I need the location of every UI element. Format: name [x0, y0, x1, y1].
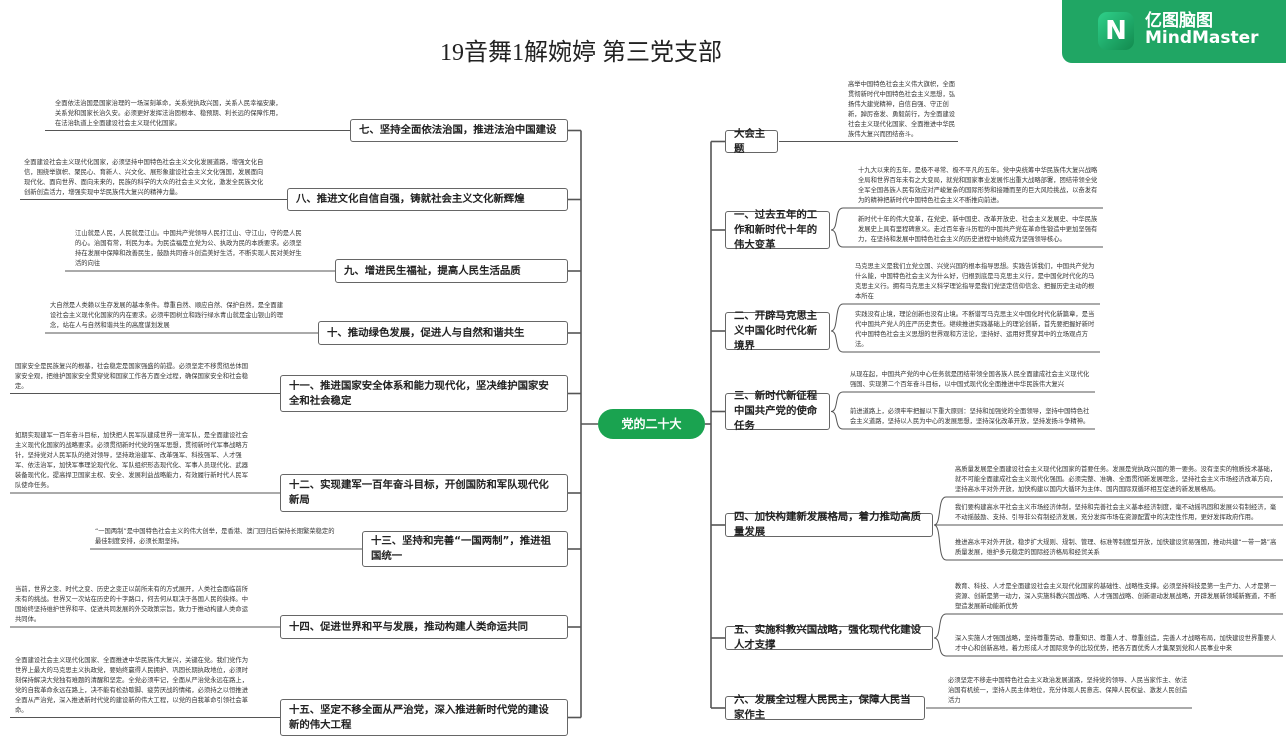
branch-note: 当前，世界之变、时代之变、历史之变正以前所未有的方式展开，人类社会面临前所未有的… [15, 586, 248, 623]
branch-note: 江山就是人民，人民就是江山。中国共产党领导人民打江山、守江山，守的是人民的心。治… [75, 230, 302, 267]
branch-topic[interactable]: 四、加快构建新发展格局，着力推动高质量发展 [725, 511, 933, 538]
branch-note: 全面建设社会主义现代化国家、全面推进中华民族伟大复兴，关键在党。我们党作为世界上… [15, 656, 248, 714]
branch-note: 必须坚定不移走中国特色社会主义政治发展道路，坚持党的领导、人民当家作主、依法治国… [948, 677, 1188, 704]
branch-note: 大自然是人类赖以生存发展的基本条件。尊重自然、顺应自然、保护自然，是全面建设社会… [50, 302, 283, 329]
branch-note: 我们要构建高水平社会主义市场经济体制，坚持和完善社会主义基本经济制度，毫不动摇巩… [955, 504, 1277, 521]
connector [933, 613, 1283, 639]
connector [830, 330, 1100, 353]
branch-topic[interactable]: 十三、坚持和完善“一国两制”，推进祖国统一 [362, 531, 568, 567]
branch-note: 推进高水平对外开放，稳步扩大规则、规制、管理、标准等制度型开放，加快建设贸易强国… [955, 539, 1277, 556]
connector [830, 303, 1100, 332]
branch-topic[interactable]: 十二、实现建军一百年奋斗目标，开创国防和军队现代化新局 [280, 474, 568, 512]
branch-topic[interactable]: 十五、坚定不移全面从严治党，深入推进新时代党的建设新的伟大工程 [280, 699, 568, 736]
mindmaster-logo-icon: N [1098, 12, 1134, 50]
branch-topic[interactable]: 八、推进文化自信自强，铸就社会主义文化新辉煌 [287, 188, 568, 211]
branch-note: 实践没有止境，理论创新也没有止境。不断谱写马克思主义中国化时代化新篇章，是当代中… [855, 311, 1095, 348]
branch-note: 十九大以来的五年，是极不寻常、极不平凡的五年。党中央统筹中华民族伟大复兴战略全局… [858, 167, 1098, 204]
branch-topic[interactable]: 六、发展全过程人民民主，保障人民当家作主 [725, 694, 925, 721]
branch-topic[interactable]: 五、实施科教兴国战略，强化现代化建设人才支撑 [725, 624, 933, 651]
branch-note: 全面依法治国是国家治理的一场深刻革命，关系党执政兴国，关系人民幸福安康，关系党和… [55, 99, 282, 127]
branch-topic[interactable]: 十四、促进世界和平与发展，推动构建人类命运共同 [280, 615, 568, 639]
branch-topic[interactable]: 十一、推进国家安全体系和能力现代化，坚决维护国家安全和社会稳定 [280, 375, 568, 412]
connector [830, 229, 1103, 248]
branch-note: 深入实施人才强国战略，坚持尊重劳动、尊重知识、尊重人才、尊重创造，完善人才战略布… [955, 635, 1277, 652]
branch-note: 前进道路上，必须牢牢把握以下重大原则：坚持和加强党的全面领导，坚持中国特色社会主… [850, 408, 1090, 425]
branch-topic[interactable]: 一、过去五年的工作和新时代十年的伟大变革 [725, 209, 830, 251]
connector [830, 411, 1095, 430]
branch-note: 教育、科技、人才是全面建设社会主义现代化国家的基础性、战略性支撑。必须坚持科技是… [955, 583, 1277, 610]
connector [933, 524, 1283, 561]
branch-note: 从现在起，中国共产党的中心任务就是团结带领全国各族人民全面建成社会主义现代化强国… [850, 371, 1090, 388]
branch-note: 如期实现建军一百年奋斗目标，加快把人民军队建成世界一流军队，是全面建设社会主义现… [15, 432, 248, 489]
logo-text-cn: 亿图脑图 [1145, 11, 1213, 31]
mindmaster-logo: N 亿图脑图 MindMaster [1062, 0, 1286, 63]
central-topic[interactable]: 党的二十大 [598, 409, 705, 439]
logo-text-en: MindMaster [1145, 28, 1259, 48]
connector [830, 207, 1103, 231]
branch-topic[interactable]: 三、新时代新征程中国共产党的使命任务 [725, 390, 830, 432]
branch-topic[interactable]: 大会主题 [725, 128, 778, 155]
page-title: 19音舞1解婉婷 第三党支部 [440, 40, 722, 66]
branch-note: 高质量发展是全面建设社会主义现代化国家的首要任务。发展是党执政兴国的第一要务。没… [955, 466, 1277, 493]
branch-topic[interactable]: 十、推动绿色发展，促进人与自然和谐共生 [318, 321, 568, 345]
branch-topic[interactable]: 二、开辟马克思主义中国化时代化新境界 [725, 310, 830, 352]
branch-topic[interactable]: 七、坚持全面依法治国，推进法治中国建设 [350, 119, 568, 142]
branch-note: 国家安全是民族复兴的根基，社会稳定是国家强盛的前提。必须坚定不移贯彻总体国家安全… [15, 362, 248, 390]
connector [830, 391, 1095, 412]
branch-topic[interactable]: 九、增进民生福祉，提高人民生活品质 [335, 259, 568, 283]
branch-note: 全面建设社会主义现代化国家，必须坚持中国特色社会主义文化发展道路，增强文化自信，… [24, 158, 264, 196]
branch-note: 马克思主义是我们立党立国、兴党兴国的根本指导思想。实践告诉我们，中国共产党为什么… [855, 263, 1095, 300]
connector [933, 637, 1283, 657]
branch-note: “一国两制”是中国特色社会主义的伟大创举，是香港、澳门回归后保持长期繁荣稳定的最… [95, 528, 335, 545]
branch-note: 高举中国特色社会主义伟大旗帜，全面贯彻新时代中国特色社会主义思想，弘扬伟大建党精… [848, 80, 956, 138]
connector [933, 496, 1283, 526]
branch-note: 新时代十年的伟大变革，在党史、新中国史、改革开放史、社会主义发展史、中华民族发展… [858, 216, 1098, 243]
